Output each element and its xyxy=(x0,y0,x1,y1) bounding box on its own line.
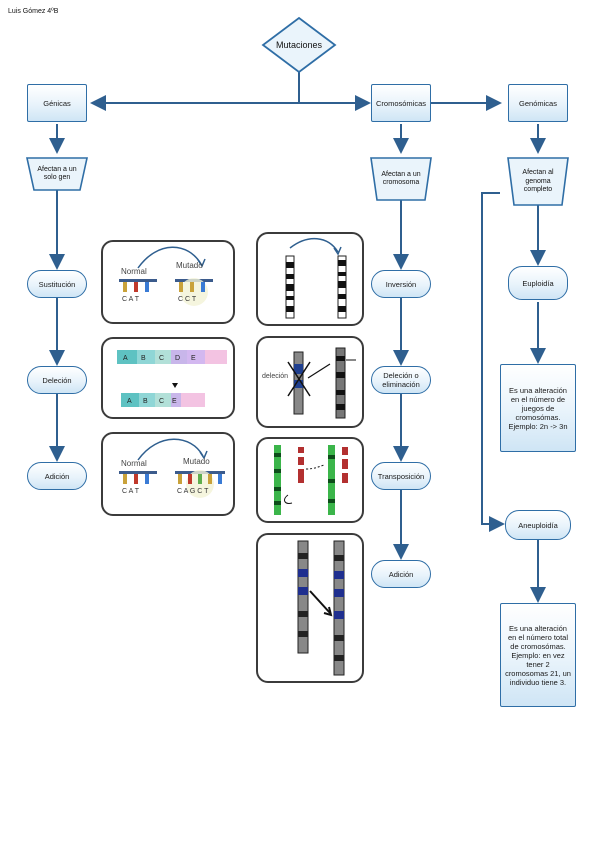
svg-text:B: B xyxy=(143,398,148,405)
svg-text:E: E xyxy=(172,398,177,405)
aneuploidia-node: Aneuploidía xyxy=(505,510,571,540)
euploidia-node: Euploidía xyxy=(508,266,568,300)
cromosomicas-desc: Afectan a un cromosoma xyxy=(381,170,421,187)
sustitucion-node: Sustitución xyxy=(27,270,87,298)
svg-text:C: C xyxy=(159,398,164,405)
svg-text:E: E xyxy=(191,355,196,362)
svg-text:B: B xyxy=(141,355,146,362)
sustitucion-illustration: Normal Mutado C A T C C T xyxy=(101,240,235,324)
mutado-label: Mutado xyxy=(176,261,203,270)
transposicion-illustration xyxy=(256,437,364,523)
svg-text:A: A xyxy=(123,355,128,362)
svg-text:Mutado: Mutado xyxy=(183,457,210,466)
adicion-cromosoma-node: Adición xyxy=(371,560,431,588)
delecion-eliminacion-node: Deleción o eliminación xyxy=(371,366,431,394)
root-node-label: Mutaciones xyxy=(275,40,323,50)
adicion-illustration: Normal Mutado C A T C A G C T xyxy=(101,432,235,516)
svg-text:C A T: C A T xyxy=(122,488,140,495)
svg-text:A: A xyxy=(127,398,132,405)
genicas-desc: Afectan a un solo gen xyxy=(37,165,77,182)
transposicion-node: Transposición xyxy=(371,462,431,490)
delecion-illustration: A B C D E A B C E xyxy=(101,337,235,419)
svg-text:Normal: Normal xyxy=(121,459,147,468)
cromosomicas-node: Cromosómicas xyxy=(371,84,431,122)
inversion-node: Inversión xyxy=(371,270,431,298)
aneuploidia-desc: Es una alteración en el número total de … xyxy=(500,603,576,707)
adicion-cromosoma-illustration xyxy=(256,533,364,683)
genomicas-desc: Afectan al genoma completo xyxy=(522,169,554,194)
svg-text:D: D xyxy=(175,355,180,362)
adicion-node: Adición xyxy=(27,462,87,490)
euploidia-desc: Es una alteración en el número de juegos… xyxy=(500,364,576,452)
bases-normal: C A T xyxy=(122,296,140,303)
delecion-node: Deleción xyxy=(27,366,87,394)
normal-label: Normal xyxy=(121,267,147,276)
delecion-cromosoma-illustration: deleción xyxy=(256,336,364,428)
genicas-node: Génicas xyxy=(27,84,87,122)
svg-text:C A G C T: C A G C T xyxy=(177,488,209,495)
author-label: Luis Gómez 4ºB xyxy=(8,8,59,15)
delecion-chromosome-label: deleción xyxy=(262,373,288,380)
svg-text:C: C xyxy=(159,355,164,362)
inversion-illustration xyxy=(256,232,364,326)
bases-mutado: C C T xyxy=(178,296,197,303)
genomicas-node: Genómicas xyxy=(508,84,568,122)
